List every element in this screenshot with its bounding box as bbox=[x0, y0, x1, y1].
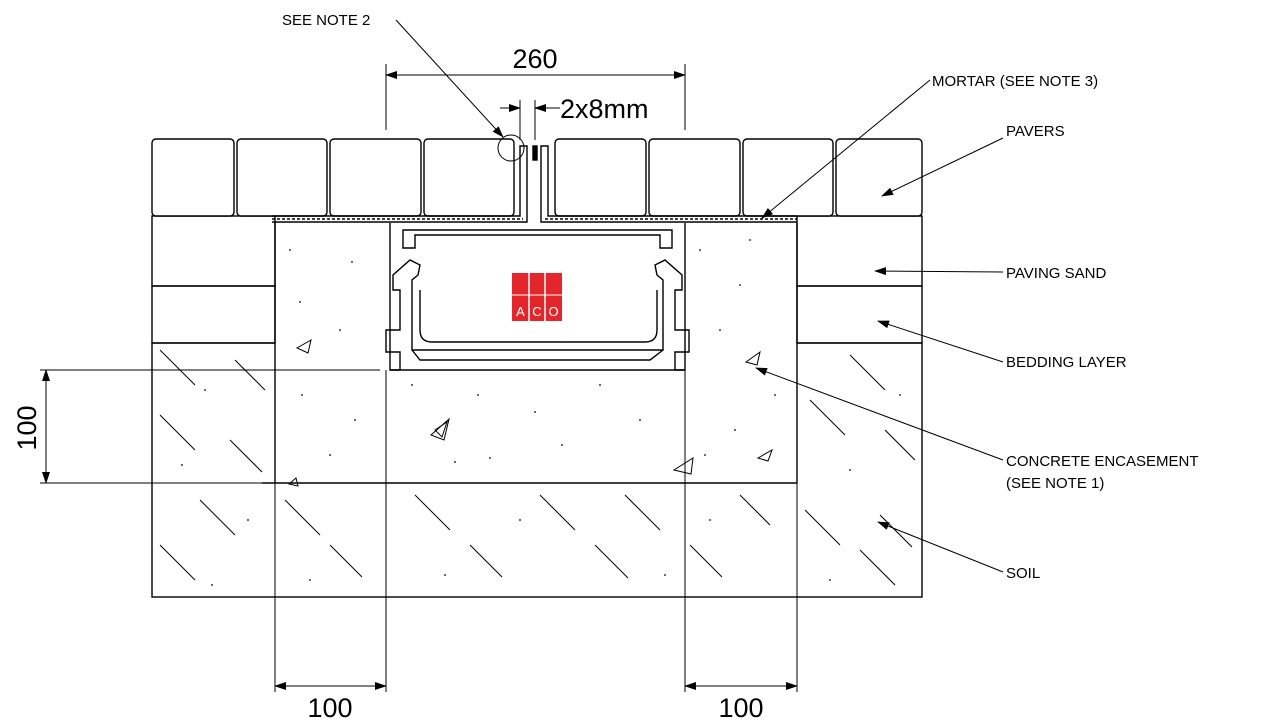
mortar-text: MORTAR (SEE NOTE 3) bbox=[932, 73, 1098, 90]
aco-letter-c: C bbox=[532, 304, 541, 319]
label-concrete-encasement: CONCRETE ENCASEMENT (SEE NOTE 1) bbox=[755, 367, 1199, 492]
pavers-row bbox=[151, 138, 923, 217]
bedding-layer-text: BEDDING LAYER bbox=[1006, 354, 1127, 371]
label-soil: SOIL bbox=[877, 521, 1040, 582]
see-note-2-text: SEE NOTE 2 bbox=[282, 12, 370, 29]
label-see-note-2: SEE NOTE 2 bbox=[282, 12, 504, 138]
pavers-text: PAVERS bbox=[1006, 123, 1065, 140]
soil-text: SOIL bbox=[1006, 565, 1040, 582]
bedding-layer-region bbox=[151, 285, 923, 344]
aco-logo: A C O bbox=[512, 273, 562, 321]
concrete-encasement-text-1: CONCRETE ENCASEMENT bbox=[1006, 453, 1199, 470]
dimension-260: 260 bbox=[385, 44, 686, 130]
note-2-detail-circle bbox=[497, 134, 525, 162]
paving-sand-text: PAVING SAND bbox=[1006, 265, 1106, 282]
dim-encasement-right: 100 bbox=[718, 693, 763, 722]
dim-encasement-depth: 100 bbox=[12, 405, 42, 450]
drainage-channel bbox=[385, 223, 690, 371]
dimension-100-vertical: 100 bbox=[12, 369, 380, 484]
concrete-encasement-region bbox=[262, 223, 798, 487]
dim-channel-width: 260 bbox=[512, 44, 557, 74]
label-bedding-layer: BEDDING LAYER bbox=[877, 320, 1127, 371]
aco-letter-a: A bbox=[516, 304, 525, 319]
label-mortar: MORTAR (SEE NOTE 3) bbox=[761, 73, 1098, 219]
label-paving-sand: PAVING SAND bbox=[874, 265, 1106, 282]
dimension-100-right: 100 bbox=[684, 370, 798, 722]
dim-encasement-left: 100 bbox=[307, 693, 352, 722]
dimension-slot: 2x8mm bbox=[500, 94, 649, 140]
dim-slot-gap: 2x8mm bbox=[560, 94, 649, 124]
label-pavers: PAVERS bbox=[881, 123, 1065, 197]
aco-letter-o: O bbox=[548, 304, 558, 319]
concrete-encasement-text-2: (SEE NOTE 1) bbox=[1006, 475, 1104, 492]
dimension-100-left: 100 bbox=[274, 370, 387, 722]
